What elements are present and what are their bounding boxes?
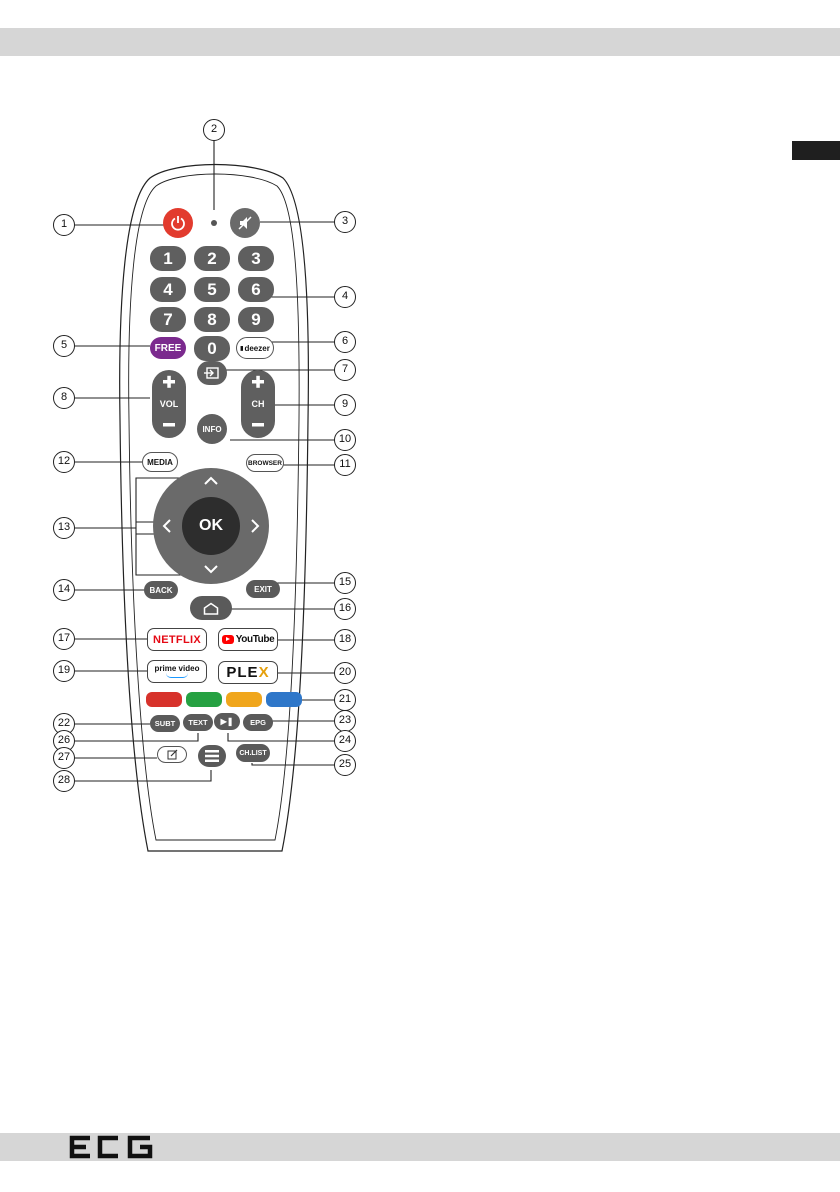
- callout-4: 4: [334, 286, 356, 308]
- red-key[interactable]: [146, 692, 182, 707]
- deezer-button[interactable]: ▮ deezer: [236, 337, 274, 359]
- menu-button[interactable]: [198, 745, 226, 767]
- callout-5: 5: [53, 335, 75, 357]
- callout-14: 14: [53, 579, 75, 601]
- volume-label[interactable]: VOL: [152, 397, 186, 411]
- netflix-button[interactable]: NETFLIX: [147, 628, 207, 651]
- number-3-button[interactable]: 3: [238, 246, 274, 271]
- number-9-button[interactable]: 9: [238, 307, 274, 332]
- callout-21: 21: [334, 689, 356, 711]
- number-2-button[interactable]: 2: [194, 246, 230, 271]
- prime-video-label: prime video: [155, 665, 200, 673]
- mute-button[interactable]: [230, 208, 260, 238]
- callout-23: 23: [334, 710, 356, 732]
- power-button[interactable]: [163, 208, 193, 238]
- ecg-logo: [66, 1134, 154, 1160]
- callout-24: 24: [334, 730, 356, 752]
- number-1-button[interactable]: 1: [150, 246, 186, 271]
- ok-button[interactable]: OK: [182, 497, 240, 555]
- plex-x-letter: X: [259, 664, 270, 681]
- blue-key[interactable]: [266, 692, 302, 707]
- play-pause-button[interactable]: ▶❚: [214, 713, 240, 730]
- callout-9: 9: [334, 394, 356, 416]
- prime-smile-icon: [166, 673, 188, 678]
- number-6-button[interactable]: 6: [238, 277, 274, 302]
- input-source-button[interactable]: [197, 361, 227, 385]
- number-7-button[interactable]: 7: [150, 307, 186, 332]
- play-pause-icon: ▶❚: [221, 717, 234, 726]
- mute-icon: [237, 215, 253, 231]
- callout-25: 25: [334, 754, 356, 776]
- menu-icon: [205, 750, 219, 762]
- home-icon: [203, 602, 219, 615]
- input-source-icon: [204, 367, 220, 379]
- number-0-button[interactable]: 0: [194, 336, 230, 361]
- teletext-button[interactable]: TEXT: [183, 714, 213, 731]
- callout-1: 1: [53, 214, 75, 236]
- browser-button[interactable]: BROWSER: [246, 454, 284, 472]
- edit-icon: [167, 749, 178, 760]
- back-button[interactable]: BACK: [144, 581, 178, 599]
- subtitle-button[interactable]: SUBT: [150, 715, 180, 732]
- callout-19: 19: [53, 660, 75, 682]
- number-5-button[interactable]: 5: [194, 277, 230, 302]
- number-8-button[interactable]: 8: [194, 307, 230, 332]
- home-button[interactable]: [190, 596, 232, 620]
- media-button[interactable]: MEDIA: [142, 452, 178, 472]
- prime-video-button[interactable]: prime video: [147, 660, 207, 683]
- callout-11: 11: [334, 454, 356, 476]
- info-button[interactable]: INFO: [197, 414, 227, 444]
- channel-label[interactable]: CH: [241, 397, 275, 411]
- youtube-button[interactable]: YouTube: [218, 628, 278, 651]
- exit-button[interactable]: EXIT: [246, 580, 280, 598]
- callout-12: 12: [53, 451, 75, 473]
- leader-lines: [75, 140, 335, 781]
- callout-28: 28: [53, 770, 75, 792]
- deezer-label: deezer: [244, 344, 269, 353]
- number-4-button[interactable]: 4: [150, 277, 186, 302]
- callout-15: 15: [334, 572, 356, 594]
- callout-16: 16: [334, 598, 356, 620]
- callout-20: 20: [334, 662, 356, 684]
- callout-13: 13: [53, 517, 75, 539]
- plex-button[interactable]: PLEX: [218, 661, 278, 684]
- callout-3: 3: [334, 211, 356, 233]
- youtube-play-icon: [222, 635, 234, 644]
- callout-18: 18: [334, 629, 356, 651]
- callout-10: 10: [334, 429, 356, 451]
- callout-17: 17: [53, 628, 75, 650]
- edit-button[interactable]: [157, 746, 187, 763]
- power-icon: [170, 215, 186, 231]
- led-indicator: [211, 220, 217, 226]
- deezer-bars-icon: ▮: [240, 345, 243, 352]
- youtube-label: YouTube: [236, 634, 275, 645]
- free-button[interactable]: FREE: [150, 337, 186, 359]
- callout-7: 7: [334, 359, 356, 381]
- channel-list-button[interactable]: CH.LIST: [236, 744, 270, 762]
- callout-6: 6: [334, 331, 356, 353]
- plex-label: PLEX: [226, 664, 269, 681]
- callout-27: 27: [53, 747, 75, 769]
- callout-8: 8: [53, 387, 75, 409]
- epg-button[interactable]: EPG: [243, 714, 273, 731]
- yellow-key[interactable]: [226, 692, 262, 707]
- green-key[interactable]: [186, 692, 222, 707]
- callout-2: 2: [203, 119, 225, 141]
